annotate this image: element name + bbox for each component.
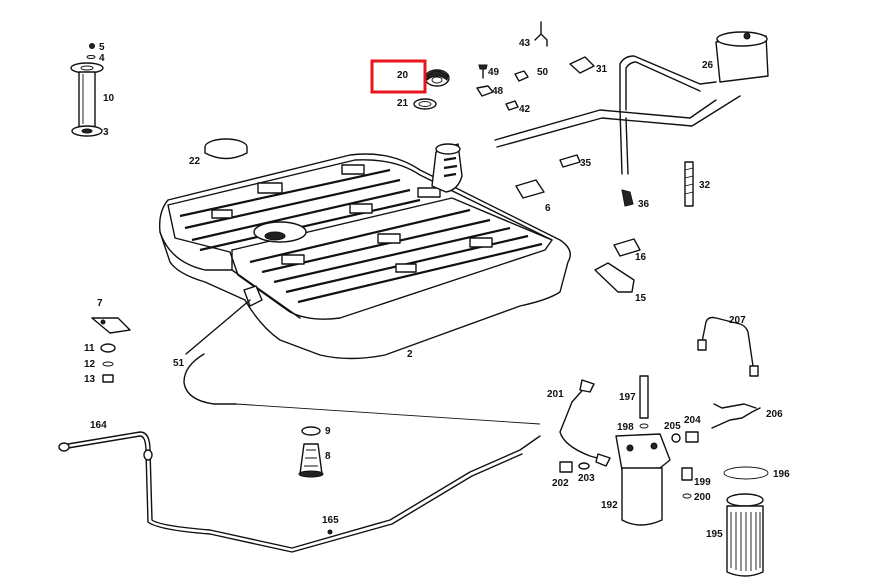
label-205: 205 xyxy=(664,421,681,432)
label-206: 206 xyxy=(766,409,783,420)
label-197: 197 xyxy=(619,392,636,403)
filter-screen-9 xyxy=(298,426,324,478)
label-50: 50 xyxy=(537,67,549,78)
label-195: 195 xyxy=(706,529,723,540)
label-26: 26 xyxy=(702,60,714,71)
label-31: 31 xyxy=(596,64,608,75)
label-207: 207 xyxy=(729,315,746,326)
brackets xyxy=(515,179,641,293)
bolts xyxy=(559,461,693,499)
label-13: 13 xyxy=(84,374,96,385)
label-3: 3 xyxy=(103,127,109,138)
label-201: 201 xyxy=(547,389,564,400)
label-198: 198 xyxy=(617,422,634,433)
label-36: 36 xyxy=(638,199,650,210)
label-35: 35 xyxy=(580,158,592,169)
label-21: 21 xyxy=(397,98,409,109)
filler-lid-22 xyxy=(204,138,248,160)
vent-pipes xyxy=(494,55,741,175)
label-20: 20 xyxy=(397,70,409,81)
label-165: 165 xyxy=(322,515,339,526)
label-192: 192 xyxy=(601,500,618,511)
filter-hardware xyxy=(639,375,761,443)
filter-element-195 xyxy=(723,466,769,577)
label-204: 204 xyxy=(684,415,701,426)
small-hardware xyxy=(476,21,595,111)
filter-housing-192 xyxy=(615,433,671,526)
label-16: 16 xyxy=(635,252,647,263)
label-12: 12 xyxy=(84,359,96,370)
label-164: 164 xyxy=(90,420,107,431)
pipe-207 xyxy=(697,316,759,377)
callout-labels: 5 4 10 3 22 20 21 49 48 50 42 43 31 26 3… xyxy=(84,38,790,540)
pipe-201 xyxy=(559,379,611,467)
label-10: 10 xyxy=(103,93,115,104)
bracket-group-7 xyxy=(91,317,131,383)
label-42: 42 xyxy=(519,104,531,115)
label-11: 11 xyxy=(84,343,95,354)
label-49: 49 xyxy=(488,67,500,78)
label-4: 4 xyxy=(99,53,105,64)
label-203: 203 xyxy=(578,473,595,484)
sender-unit xyxy=(70,43,104,137)
filler-cap-20 xyxy=(413,69,450,110)
label-6: 6 xyxy=(545,203,551,214)
label-51: 51 xyxy=(173,358,185,369)
fuel-tank-2 xyxy=(158,143,571,360)
label-200: 200 xyxy=(694,492,711,503)
label-2: 2 xyxy=(407,349,413,360)
label-8: 8 xyxy=(325,451,331,462)
label-7: 7 xyxy=(97,298,103,309)
label-22: 22 xyxy=(189,156,201,167)
misc-parts xyxy=(559,154,694,207)
hose-51 xyxy=(183,299,541,425)
label-202: 202 xyxy=(552,478,569,489)
label-5: 5 xyxy=(99,42,105,53)
label-196: 196 xyxy=(773,469,790,480)
label-32: 32 xyxy=(699,180,711,191)
label-43: 43 xyxy=(519,38,531,49)
fuel-lines xyxy=(58,431,541,553)
label-48: 48 xyxy=(492,86,504,97)
expansion-tank-26 xyxy=(715,31,769,83)
label-9: 9 xyxy=(325,426,331,437)
label-15: 15 xyxy=(635,293,647,304)
highlight-box xyxy=(370,59,427,94)
label-199: 199 xyxy=(694,477,711,488)
